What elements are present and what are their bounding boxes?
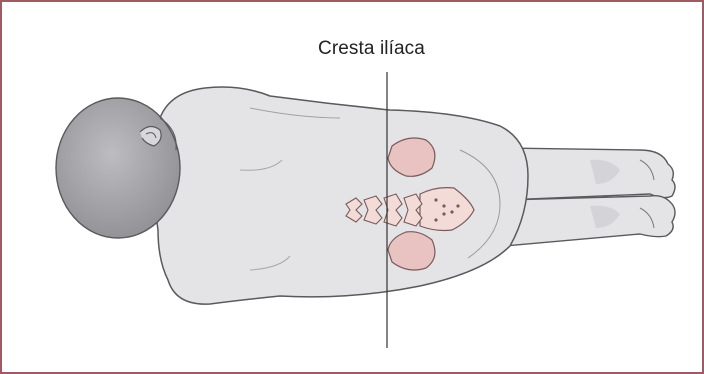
head bbox=[56, 98, 180, 238]
legs bbox=[505, 148, 675, 246]
iliac-crest-label: Cresta ilíaca bbox=[318, 38, 425, 60]
torso bbox=[154, 87, 528, 304]
